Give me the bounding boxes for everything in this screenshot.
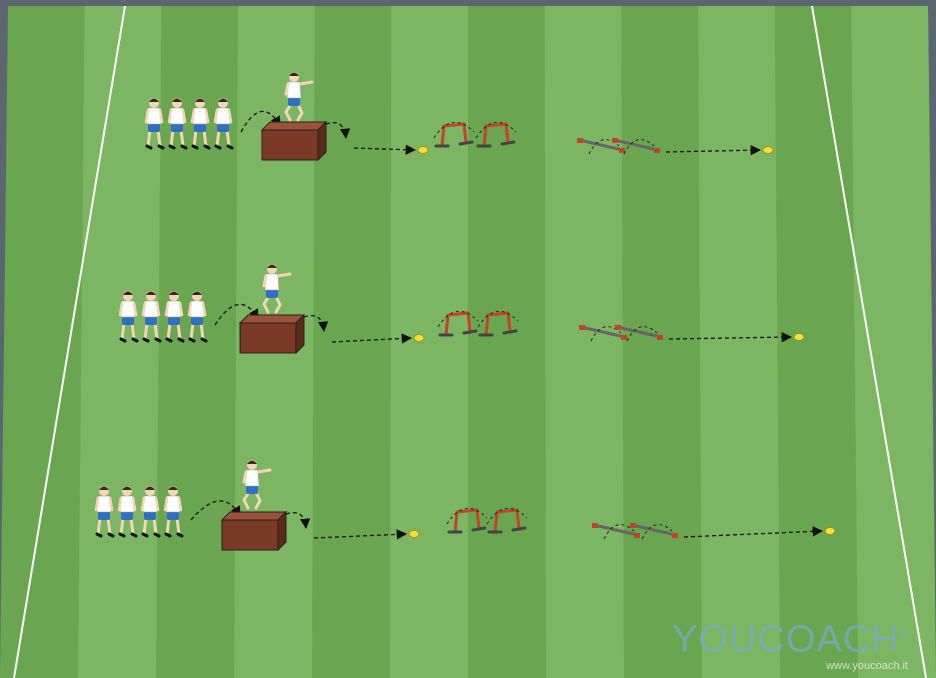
lane-3 (94, 460, 836, 552)
arrow-icon (325, 121, 351, 140)
player-icon (190, 98, 211, 150)
player-icon (167, 98, 188, 150)
cone-icon (793, 333, 805, 341)
stripe (851, 6, 936, 678)
player-icon (118, 291, 139, 343)
arrow-icon (240, 110, 281, 133)
jump-box-icon (238, 313, 306, 355)
jump-box-icon (260, 120, 328, 162)
lane-2 (118, 264, 805, 355)
touchline-left (13, 5, 126, 678)
arrow-icon (190, 500, 241, 521)
arrow-icon (353, 144, 417, 155)
player-icon (213, 98, 234, 150)
ladder-pole-icon (577, 138, 625, 155)
stripe (544, 6, 624, 678)
player-icon (284, 72, 314, 122)
hurdle-icon (486, 508, 528, 534)
ladder-pole-icon (612, 138, 660, 155)
player-icon (141, 291, 162, 343)
cone-icon (413, 334, 425, 342)
arrow-icon (214, 303, 259, 326)
arrow-icon (668, 331, 793, 343)
arrow-icon (683, 526, 824, 538)
drill-lanes (94, 72, 836, 552)
stripe (390, 6, 468, 678)
arrow-icon (665, 145, 762, 156)
arrow-icon (313, 529, 408, 540)
player-icon (242, 460, 272, 510)
player-icon (94, 486, 115, 538)
touchline-right (811, 5, 927, 678)
hurdle-icon (446, 508, 488, 534)
ladder-pole-icon (592, 523, 640, 540)
arrow-icon (303, 314, 329, 333)
player-icon (163, 486, 184, 538)
player-icon (144, 98, 165, 150)
stripe (698, 6, 780, 678)
cone-icon (408, 530, 420, 538)
cone-icon (824, 527, 836, 535)
hurdle-icon (433, 122, 475, 148)
field-lines (13, 5, 927, 678)
cone-icon (417, 146, 429, 154)
hurdle-icon (475, 122, 517, 148)
player-icon (164, 291, 185, 343)
player-icon (140, 486, 161, 538)
player-icon (262, 264, 292, 314)
ladder-pole-icon (615, 325, 663, 342)
ladder-pole-icon (630, 523, 678, 540)
arrow-icon (331, 333, 413, 344)
player-icon (187, 291, 208, 343)
arrow-icon (285, 511, 311, 530)
player-icon (117, 486, 138, 538)
ladder-pole-icon (579, 325, 627, 342)
cone-icon (762, 146, 774, 154)
hurdle-icon (477, 311, 519, 337)
jump-box-icon (220, 510, 288, 552)
lane-1 (144, 72, 774, 162)
hurdle-icon (437, 311, 479, 337)
